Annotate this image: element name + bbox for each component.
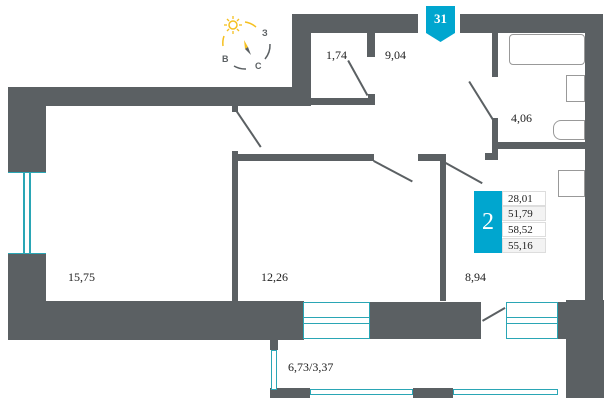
wall [8,301,304,340]
door-swing [235,110,262,148]
closet-area: 1,74 [326,48,347,62]
window [506,302,558,339]
compass-west: З [262,28,268,38]
window [303,302,370,339]
hallway-area: 9,04 [385,48,406,62]
wall [369,302,481,339]
wall [232,104,238,112]
wall [292,14,311,106]
wall [368,94,375,102]
bathtub-icon [509,34,585,65]
window [8,172,46,254]
wall [311,98,375,105]
rooms-count: 2 [474,191,502,253]
wall [440,154,446,301]
wall [418,154,446,161]
wall [367,33,375,57]
wall [8,87,311,106]
apartment-number: 31 [434,11,447,26]
wall [232,151,238,301]
area-with-balcony: 58,52 [502,222,546,237]
compass-north: С [255,61,262,71]
toilet-icon [553,120,585,140]
living-room-area: 15,75 [68,270,95,284]
wall [270,388,310,398]
area-living: 28,01 [502,191,546,206]
door-swing [373,160,413,182]
wall [485,153,498,160]
door-swing [445,162,483,184]
wall [492,118,498,160]
apartment-number-badge: 31 [426,6,455,42]
door-swing [482,307,506,322]
wall [585,14,603,304]
kitchen-area: 8,94 [465,270,486,284]
window [310,389,413,395]
wall [492,33,498,77]
sink-icon [566,75,585,102]
wall [460,14,603,33]
kitchen-sink-icon [558,170,585,197]
door-swing [347,60,369,96]
bathroom-area: 4,06 [511,111,532,125]
compass-icon [222,16,271,70]
wall [557,302,587,339]
window [271,350,277,390]
area-total: 51,79 [502,206,546,221]
door-swing [468,81,495,121]
wall [292,14,418,33]
area-reduced: 55,16 [502,238,546,253]
wall [238,154,374,161]
wall [413,388,453,398]
wall [270,340,278,350]
balcony-area: 6,73/3,37 [288,360,334,374]
bedroom-area: 12,26 [261,270,288,284]
compass-east: В [222,54,229,64]
window [453,389,558,395]
wall [498,142,585,149]
